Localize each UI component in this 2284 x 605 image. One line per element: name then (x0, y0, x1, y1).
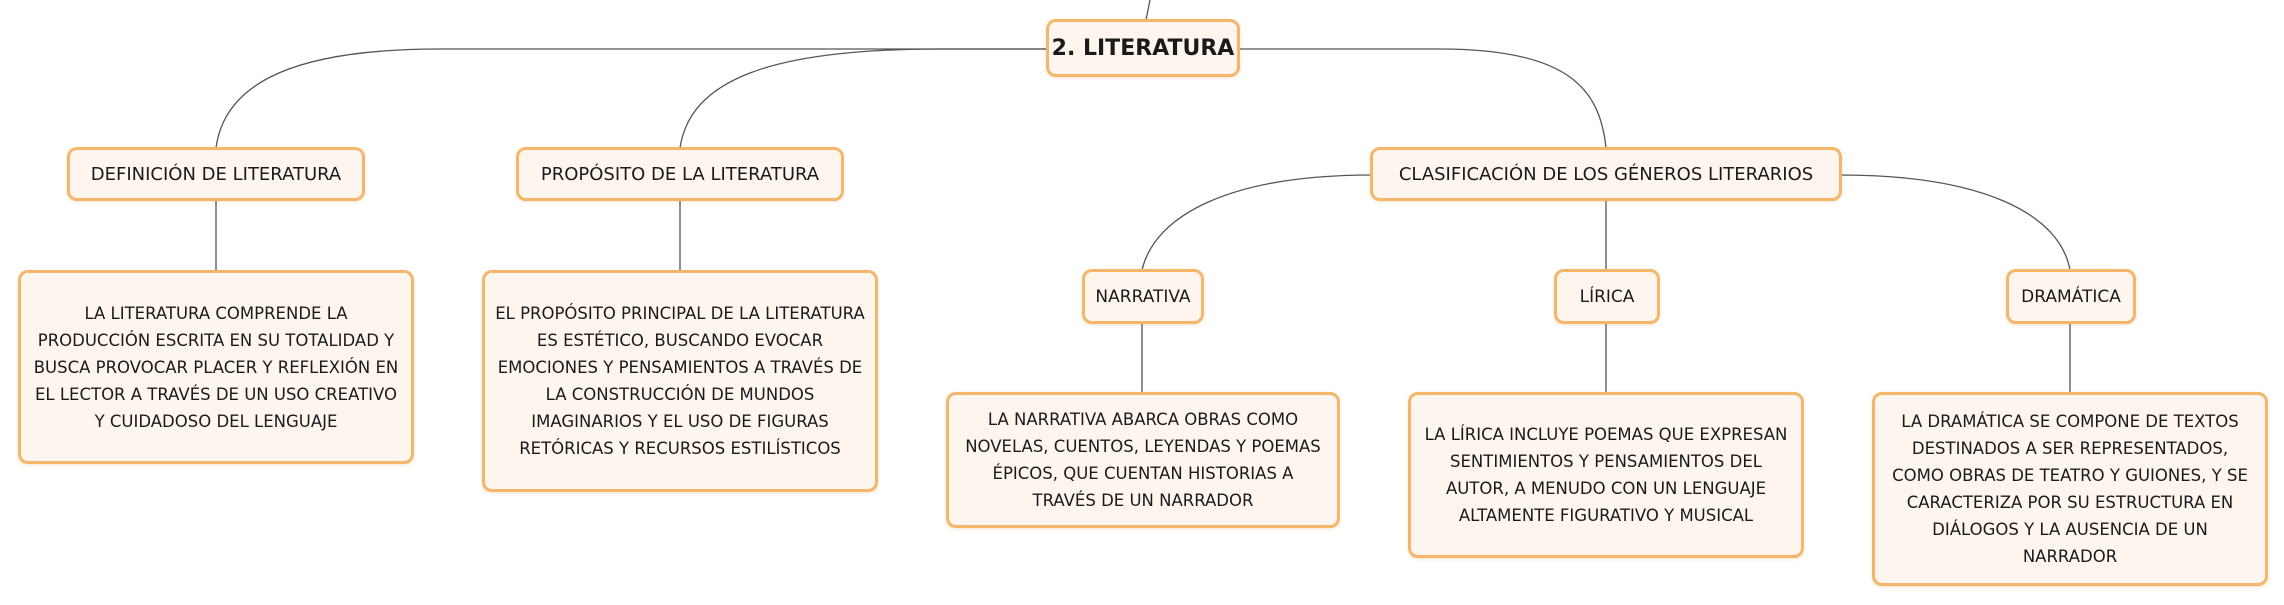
topic-label-classification: CLASIFICACIÓN DE LOS GÉNEROS LITERARIOS (1398, 163, 1814, 185)
topic-node-classification[interactable]: CLASIFICACIÓN DE LOS GÉNEROS LITERARIOS (1370, 147, 1842, 201)
connector-root-definition (215, 48, 1048, 149)
genre-label-lyric: LÍRICA (1579, 286, 1635, 307)
leaf-text-lyric: LA LÍRICA INCLUYE POEMAS QUE EXPRESAN SE… (1424, 425, 1788, 525)
leaf-node-purpose[interactable]: EL PROPÓSITO PRINCIPAL DE LA LITERATURA … (482, 270, 878, 492)
leaf-text-narrative: LA NARRATIVA ABARCA OBRAS COMO NOVELAS, … (965, 410, 1321, 510)
root-node-label: 2. LITERATURA (1051, 35, 1235, 61)
root-node[interactable]: 2. LITERATURA (1046, 19, 1240, 77)
topic-node-purpose[interactable]: PROPÓSITO DE LA LITERATURA (516, 147, 844, 201)
genre-label-narrative: NARRATIVA (1095, 286, 1191, 307)
leaf-text-purpose: EL PROPÓSITO PRINCIPAL DE LA LITERATURA … (495, 304, 865, 458)
leaf-node-lyric[interactable]: LA LÍRICA INCLUYE POEMAS QUE EXPRESAN SE… (1408, 392, 1804, 558)
connector-root-purpose (679, 48, 1048, 149)
leaf-text-dramatic: LA DRAMÁTICA SE COMPONE DE TEXTOS DESTIN… (1892, 412, 2248, 566)
connector-classification-narrative (1141, 174, 1373, 271)
genre-node-lyric[interactable]: LÍRICA (1554, 269, 1660, 324)
leaf-node-definition[interactable]: LA LITERATURA COMPRENDE LA PRODUCCIÓN ES… (18, 270, 414, 464)
genre-label-dramatic: DRAMÁTICA (2021, 286, 2121, 307)
leaf-node-narrative[interactable]: LA NARRATIVA ABARCA OBRAS COMO NOVELAS, … (946, 392, 1340, 528)
connector-root-parent (1145, 0, 1151, 21)
connector-root-classification (1240, 48, 1607, 149)
genre-node-dramatic[interactable]: DRAMÁTICA (2006, 269, 2136, 324)
topic-label-purpose: PROPÓSITO DE LA LITERATURA (540, 163, 820, 185)
topic-label-definition: DEFINICIÓN DE LITERATURA (90, 163, 342, 185)
leaf-node-dramatic[interactable]: LA DRAMÁTICA SE COMPONE DE TEXTOS DESTIN… (1872, 392, 2268, 586)
genre-node-narrative[interactable]: NARRATIVA (1082, 269, 1204, 324)
connector-classification-dramatic (1839, 174, 2071, 271)
topic-node-definition[interactable]: DEFINICIÓN DE LITERATURA (67, 147, 365, 201)
leaf-text-definition: LA LITERATURA COMPRENDE LA PRODUCCIÓN ES… (33, 303, 399, 431)
